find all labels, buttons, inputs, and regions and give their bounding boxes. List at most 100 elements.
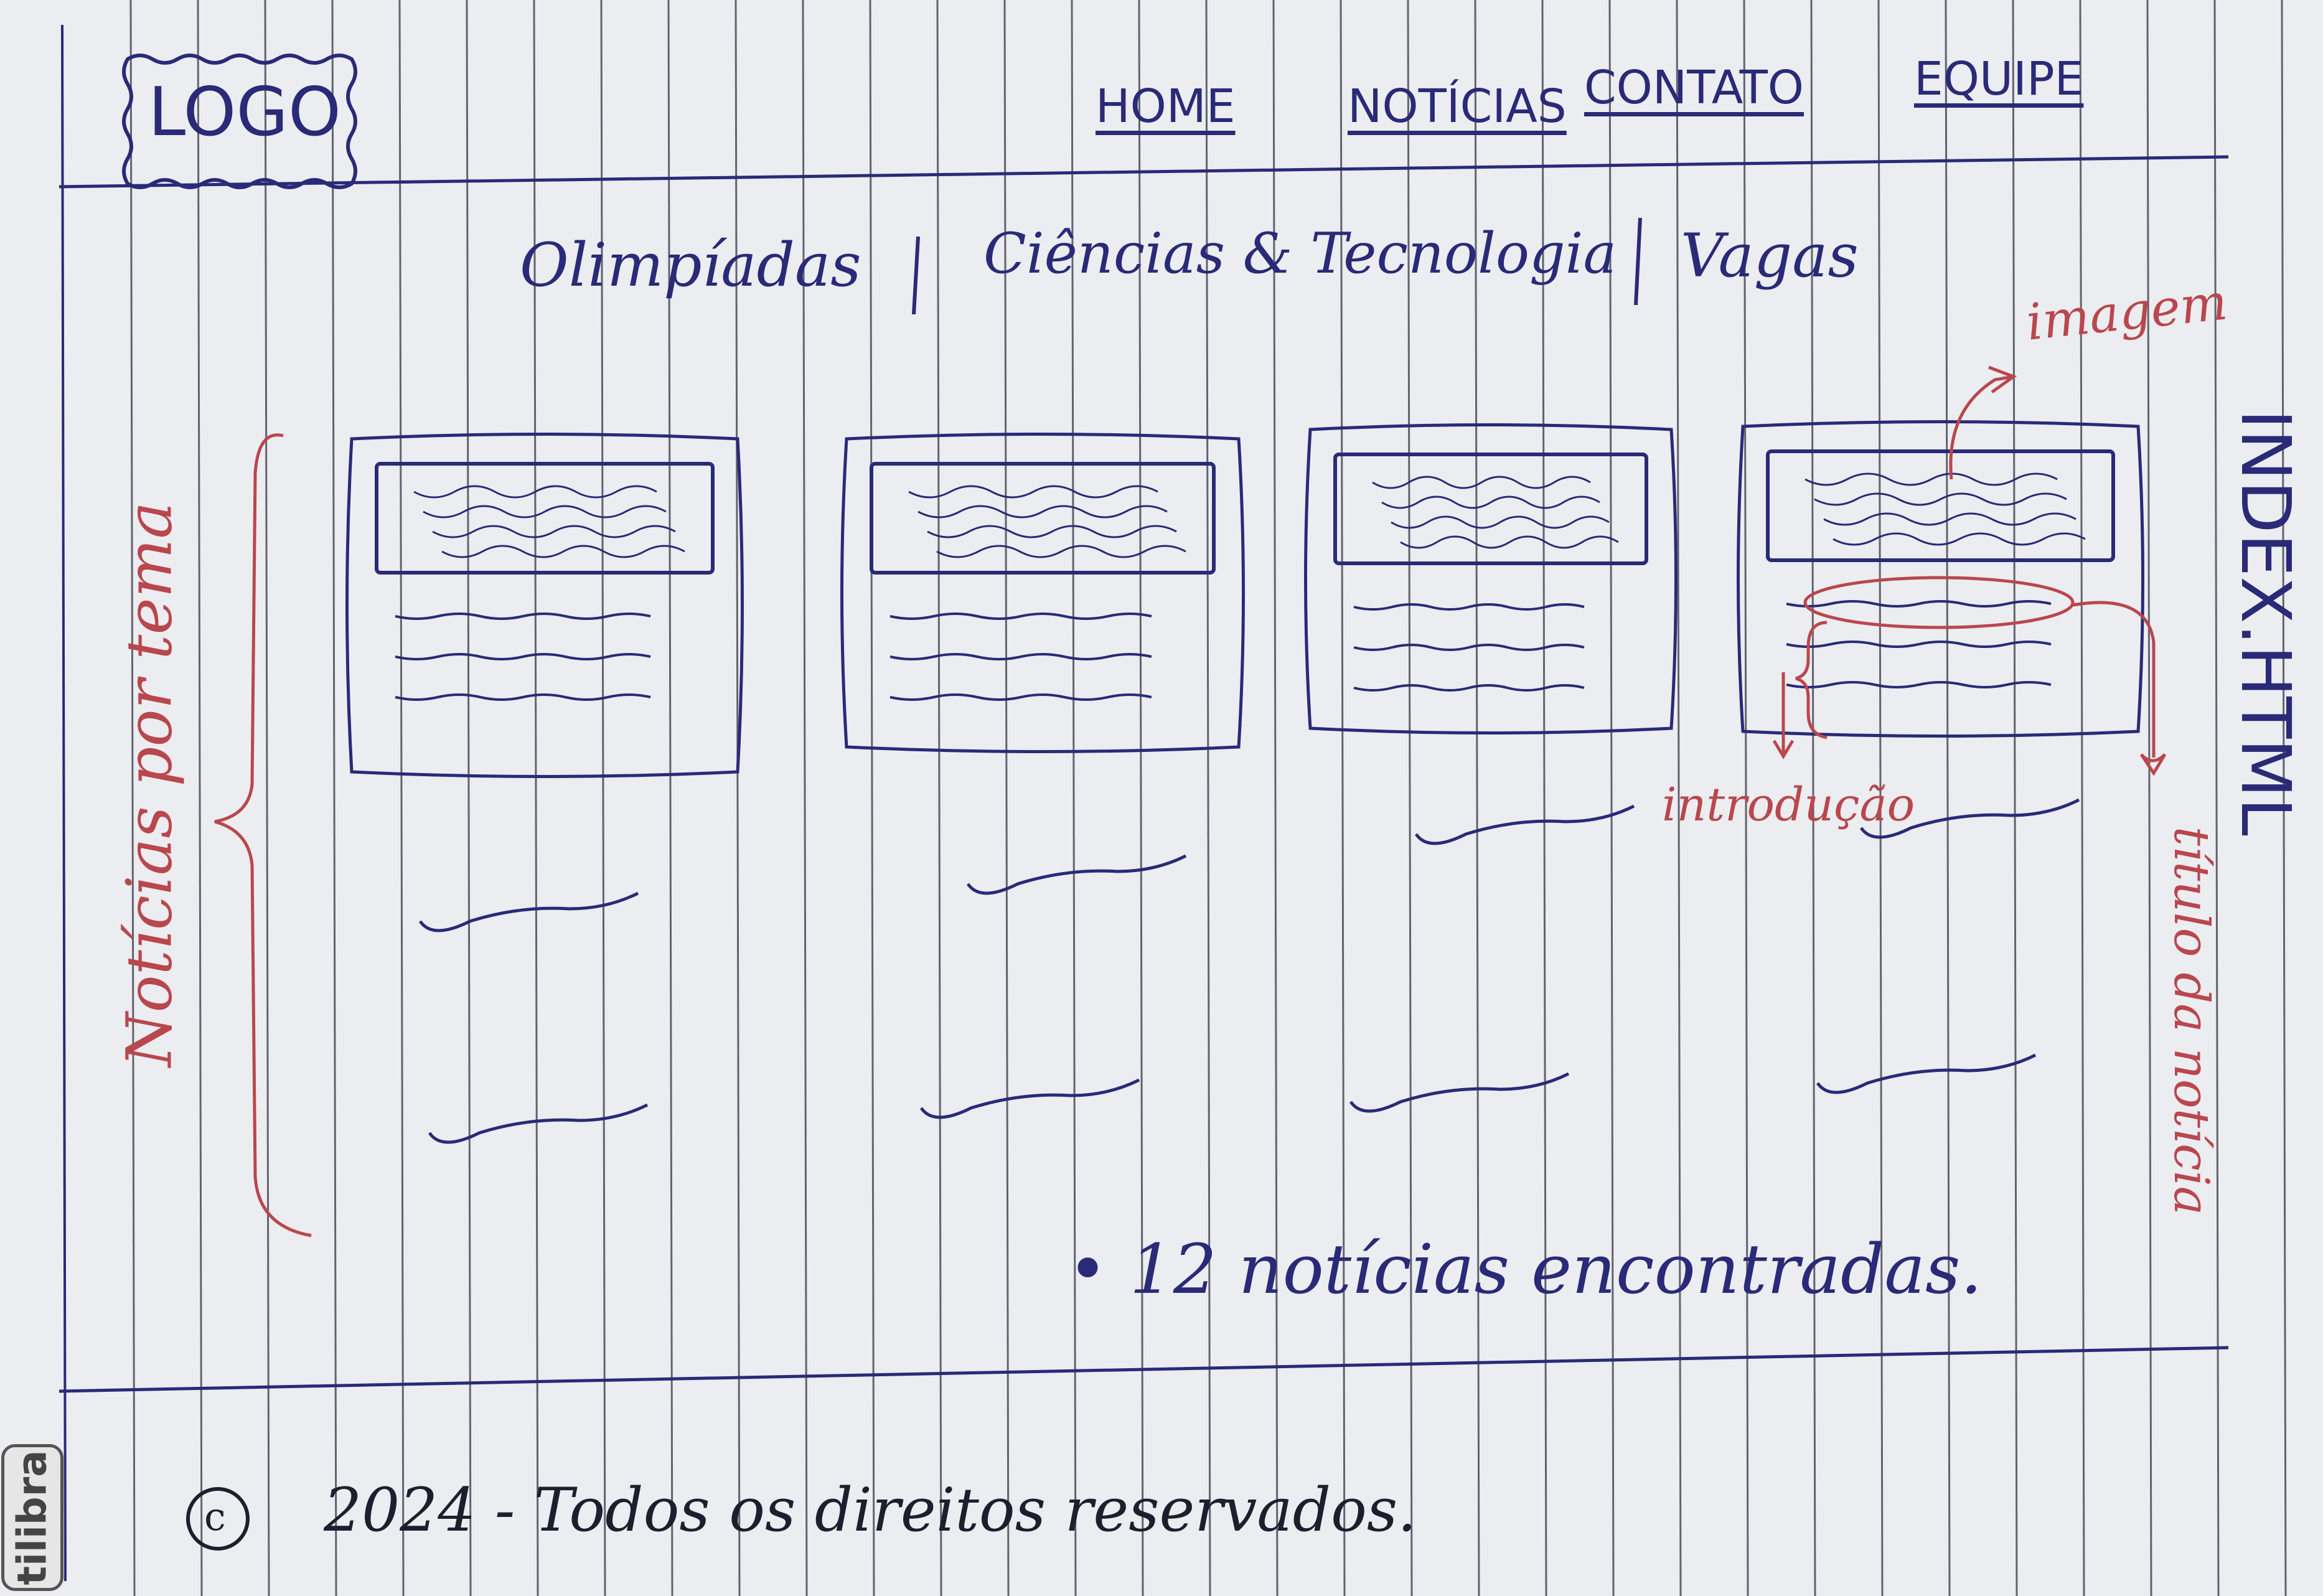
news-title-squiggle [418,891,639,932]
category-olimpiadas[interactable]: Olimpíadas [520,230,861,300]
rule-line [2281,0,2287,1596]
rule-line [2079,0,2085,1596]
news-card[interactable] [345,433,744,778]
rule-line [264,0,270,1596]
image-scribble [1823,512,2077,526]
rule-line [129,0,136,1596]
image-arrow [1949,375,2014,480]
rule-line [734,0,741,1596]
image-scribble [432,525,676,538]
news-card-text-line [1786,600,2052,608]
news-card-text-line [889,653,1152,660]
rule-line [1810,0,1816,1596]
annotation-titulo-da-noticia: título da notícia [2163,826,2219,1216]
title-arrow [2072,601,2156,758]
news-card[interactable] [840,433,1245,753]
news-card-frame [345,433,744,778]
news-card-text-line [1353,644,1585,651]
category-vagas[interactable]: Vagas [1681,221,1859,291]
image-scribble [1833,532,2086,546]
news-title-squiggle [919,1078,1140,1119]
news-card-frame [840,433,1245,753]
news-title-squiggle [1816,1053,2037,1094]
rule-line [869,0,875,1596]
vertical-rule-lines [129,0,2287,1596]
image-scribble [1814,492,2067,506]
news-card[interactable] [1304,423,1678,735]
news-card-text-line [889,693,1152,701]
category-divider [912,236,920,315]
copyright-symbol: c [204,1494,226,1539]
rule-line [667,0,673,1596]
image-scribble [423,505,667,519]
news-title-squiggle [1414,804,1635,845]
left-brace [214,433,312,1237]
rule-line [1676,0,1682,1596]
image-scribble [1804,472,2058,486]
news-card[interactable] [1737,420,2144,738]
image-scribble [936,545,1186,558]
logo-frame [122,54,357,189]
rule-line [1205,0,1211,1596]
rule-line [1877,0,1884,1596]
news-title-squiggle [966,854,1187,895]
news-card-image [1333,453,1648,565]
image-scribble [441,545,685,558]
rule-line [1541,0,1547,1596]
nav-noticias[interactable]: NOTÍCIAS [1348,80,1567,133]
rule-line [802,0,808,1596]
annotation-introducao: introdução [1662,778,1915,832]
news-card-image [375,462,715,575]
rule-line [1945,0,1951,1596]
footer-divider [59,1346,2229,1393]
news-title-squiggle [1349,1072,1570,1113]
rule-line [1474,0,1480,1596]
intro-arrow [1772,672,1795,759]
rule-line [1340,0,1346,1596]
nav-home[interactable]: HOME [1096,80,1236,133]
news-card-text-line [1786,641,2052,648]
header-divider [59,155,2229,189]
copyright-circle [186,1487,250,1551]
footer-copyright-text: 2024 - Todos os direitos reservados. [324,1475,1417,1545]
image-scribble [917,505,1168,519]
news-card-frame [1737,420,2144,738]
image-arrow-head [1988,365,2017,394]
annotation-noticias-por-tema: Notícias por tema [113,501,186,1068]
nav-contato[interactable]: CONTATO [1584,61,1804,115]
news-card-text-line [395,653,651,660]
logo[interactable]: LOGO [148,73,342,151]
rule-line [197,0,203,1596]
rule-line [2146,0,2152,1596]
news-card-text-line [395,613,651,620]
rule-line [466,0,472,1596]
rule-line [1743,0,1749,1596]
title-arrow-head [2139,753,2167,776]
rule-line [2012,0,2018,1596]
news-card-text-line [889,613,1152,620]
image-scribble [908,485,1158,499]
news-title-squiggle [428,1103,649,1144]
category-ciencias-tecnologia[interactable]: Ciências & Tecnologia [983,221,1617,286]
results-count: • 12 notícias encontradas. [1068,1229,1983,1309]
intro-brace [1795,621,1828,739]
rule-line [1407,0,1413,1596]
news-card-image [870,462,1216,575]
news-card-text-line [1353,603,1585,611]
image-scribble [1391,515,1610,529]
nav-equipe[interactable]: EQUIPE [1914,52,2084,106]
image-scribble [1372,476,1591,489]
image-scribble [1381,495,1600,509]
rule-line [331,0,337,1596]
tilibra-brand-tab: tilibra [1,1444,63,1591]
title-highlight [1803,576,2075,629]
category-divider [1634,217,1642,306]
tilibra-brand-text: tilibra [9,1450,55,1585]
news-card-text-line [1786,681,2052,688]
rule-line [600,0,606,1596]
news-card-text-line [395,693,651,701]
rule-line [1272,0,1279,1596]
news-card-image [1766,449,2115,562]
rule-line [1071,0,1077,1596]
